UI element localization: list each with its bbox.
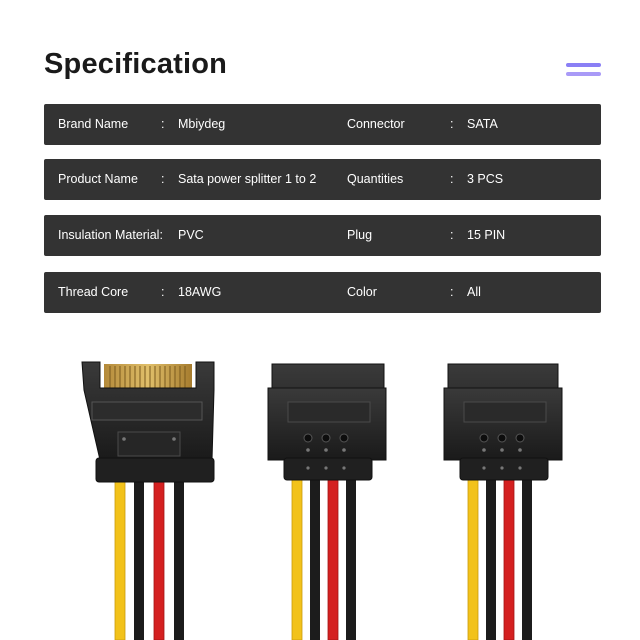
spec-colon: : — [450, 285, 454, 299]
spec-value: 3 PCS — [467, 172, 504, 186]
spec-value: Sata power splitter 1 to 2 — [178, 172, 317, 186]
spec-colon: : — [161, 172, 165, 186]
male-sata-connector — [81, 361, 215, 483]
spec-key: Thread Core — [58, 285, 129, 299]
sata-splitter-product-image — [81, 361, 563, 640]
spec-value: 15 PIN — [467, 228, 506, 242]
spec-key: Insulation Material: — [58, 228, 163, 242]
spec-colon: : — [161, 285, 165, 299]
spec-key: Connector — [347, 117, 405, 131]
page-title: Specification — [44, 48, 228, 80]
spec-row: Brand Name : Mbiydeg Connector : SATA — [44, 104, 601, 145]
spec-row: Thread Core : 18AWG Color : All — [44, 272, 601, 313]
spec-value: Mbiydeg — [178, 117, 226, 131]
female-sata-connector-1 — [267, 363, 387, 481]
spec-key: Plug — [347, 228, 373, 242]
spec-colon: : — [161, 117, 165, 131]
spec-row: Product Name : Sata power splitter 1 to … — [44, 159, 601, 200]
spec-key: Color — [347, 285, 377, 299]
spec-colon: : — [450, 172, 454, 186]
spec-colon: : — [450, 117, 454, 131]
female-connector-2-wires — [467, 479, 532, 640]
male-connector-wires — [114, 479, 184, 640]
female-connector-1-wires — [291, 479, 356, 640]
spec-value: SATA — [467, 117, 498, 131]
menu-icon[interactable] — [566, 63, 601, 79]
spec-value: 18AWG — [178, 285, 222, 299]
spec-row: Insulation Material: PVC Plug : 15 PIN — [44, 215, 601, 256]
spec-colon: : — [450, 228, 454, 242]
female-sata-connector-2 — [443, 363, 563, 481]
spec-key: Product Name — [58, 172, 138, 186]
spec-key: Brand Name — [58, 117, 129, 131]
spec-value: All — [467, 285, 481, 299]
spec-key: Quantities — [347, 172, 404, 186]
spec-value: PVC — [178, 228, 204, 242]
